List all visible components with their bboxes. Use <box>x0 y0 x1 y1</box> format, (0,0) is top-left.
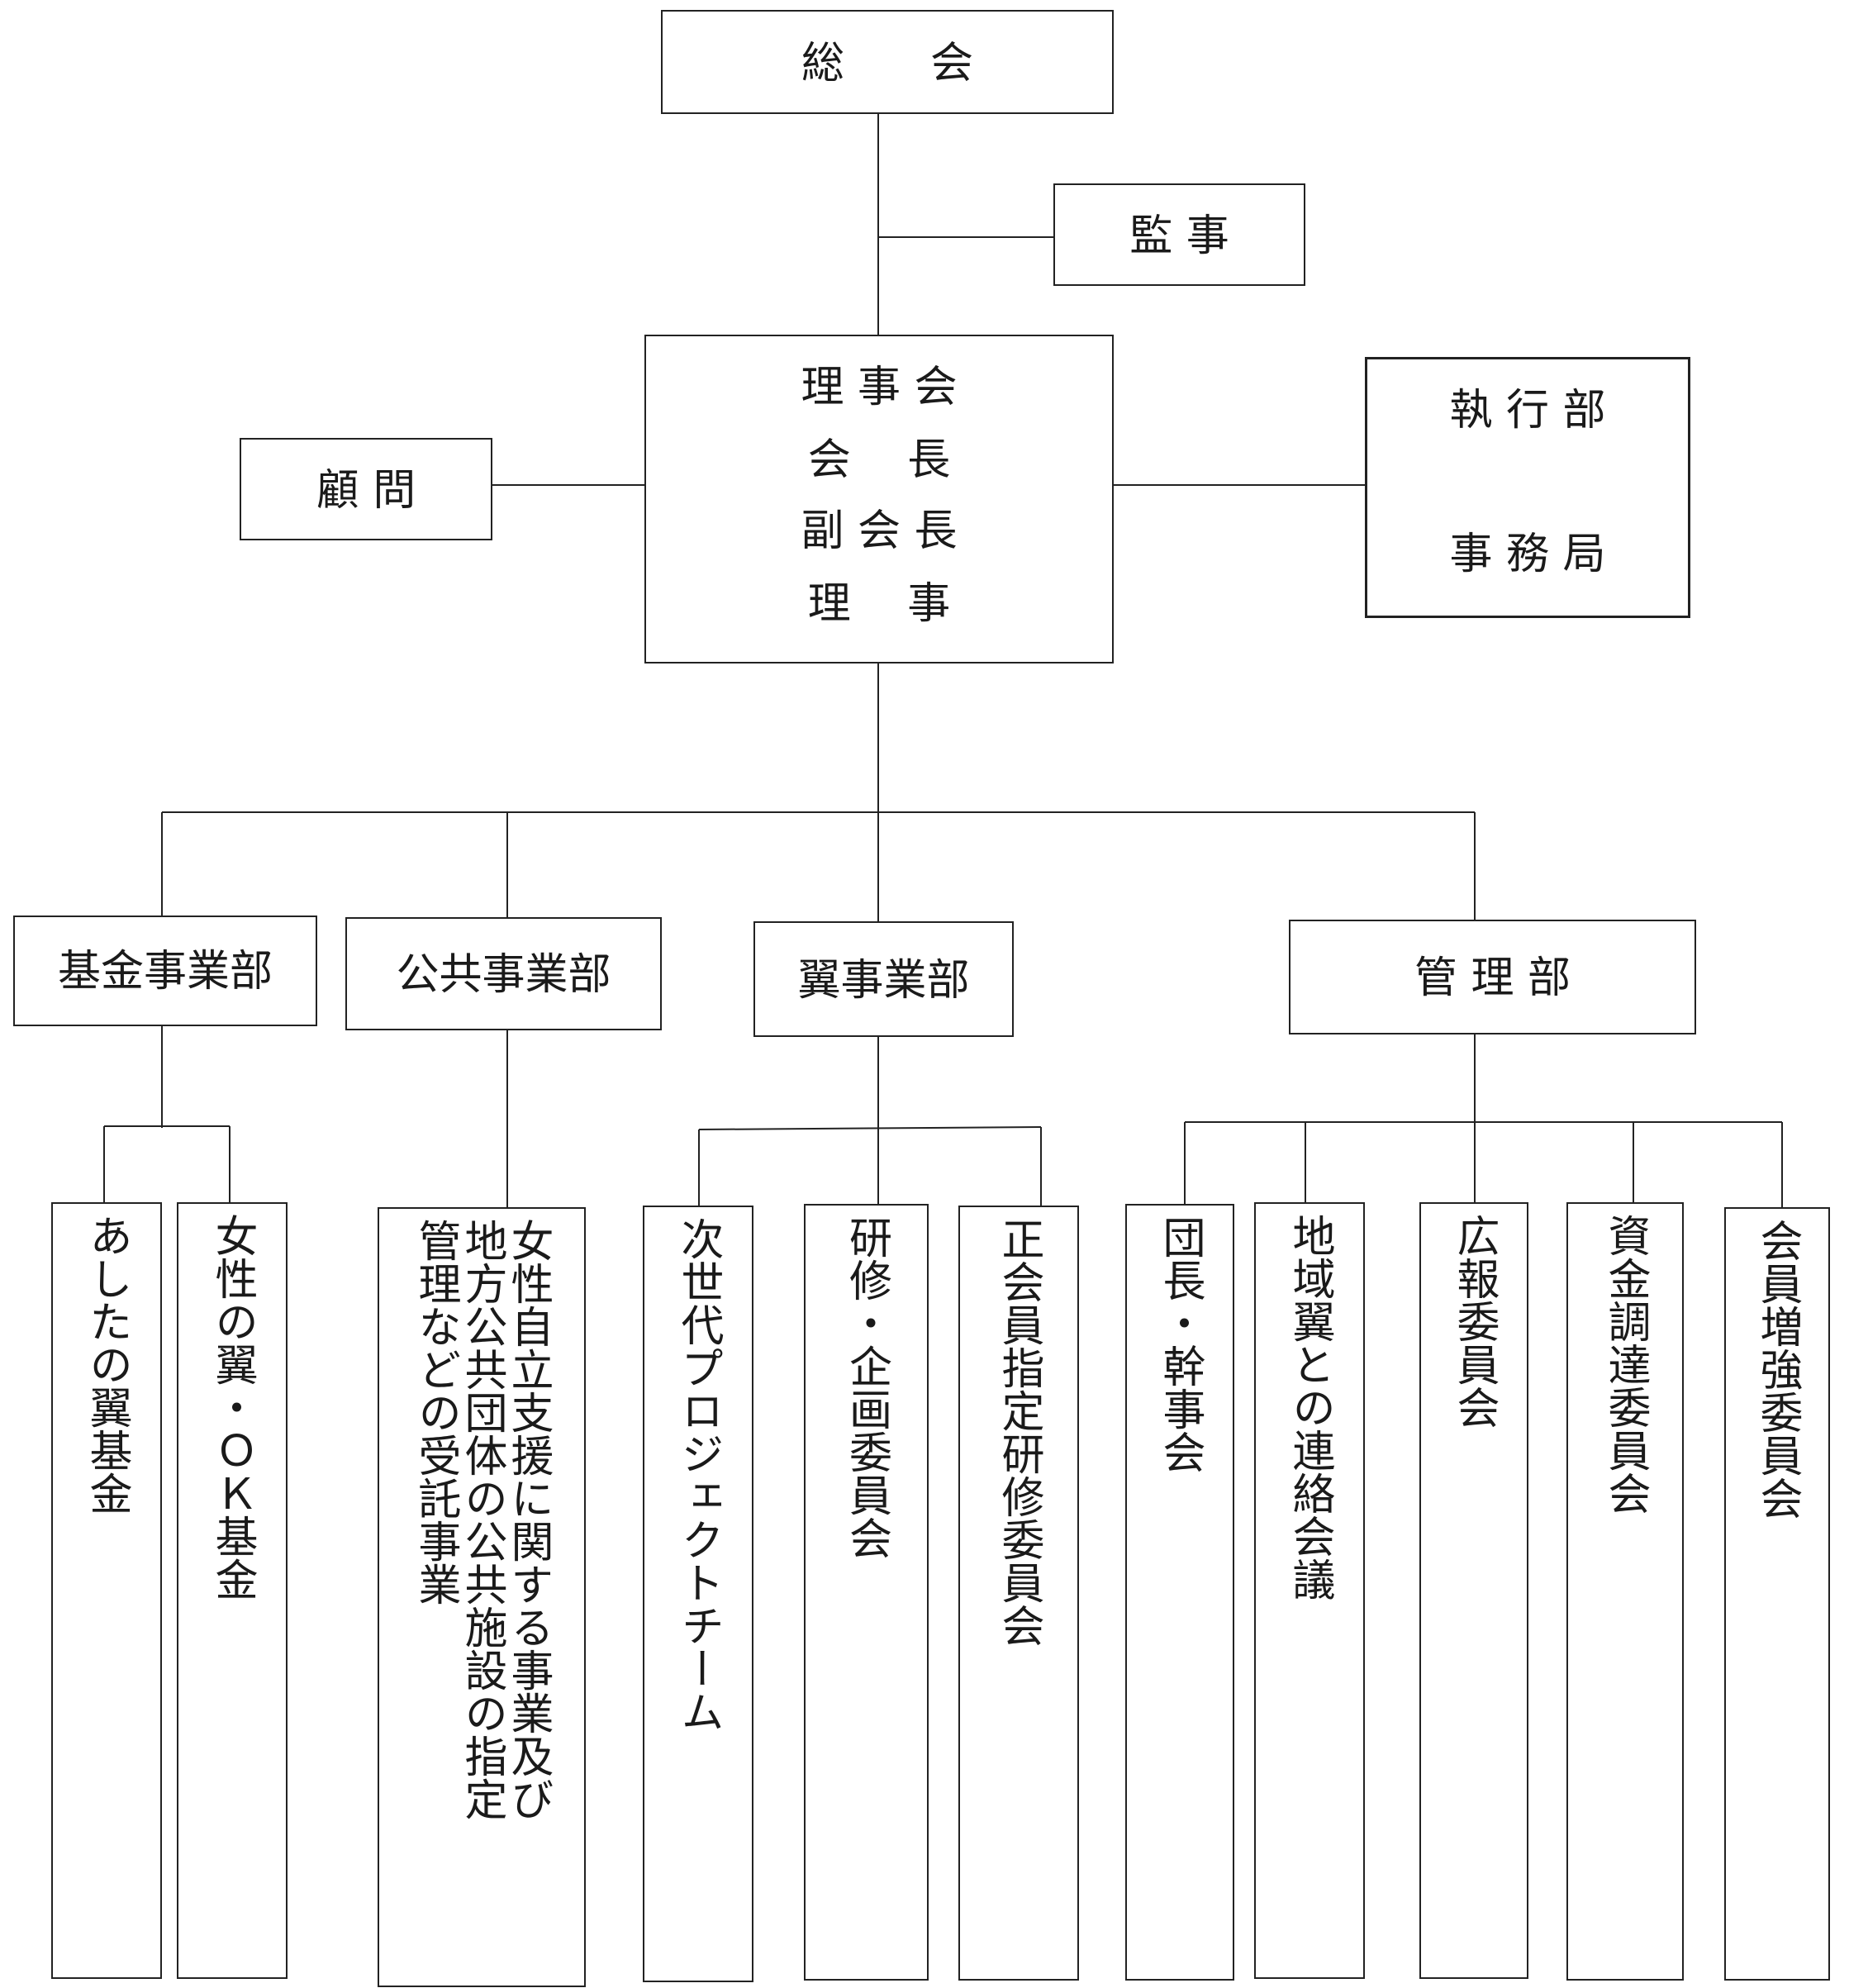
admin-item-leaders-text: 団長・幹事会 <box>1155 1215 1205 1473</box>
tsubasa-item-next-generation-text: 次世代プロジェクトチーム <box>673 1217 723 1733</box>
public-item-contract-text-2: 地方公共団体の公共施設の指定 <box>457 1219 506 1820</box>
department-public-label: 公共事業部 <box>396 950 611 1000</box>
fund-item-ashita-text: あしたの翼基金 <box>82 1214 131 1515</box>
public-item-contract-text-1: 女性自立支援に関する事業及び <box>503 1219 553 1820</box>
general-assembly-label: 総 会 <box>801 39 973 88</box>
tsubasa-item-next-generation: 次世代プロジェクトチーム <box>643 1206 753 1982</box>
advisor-box: 顧 問 <box>240 438 492 540</box>
auditor-box: 監 事 <box>1053 183 1305 286</box>
admin-item-membership: 会員増強委員会 <box>1724 1207 1830 1981</box>
admin-item-public-relations-text: 広報委員会 <box>1449 1214 1499 1429</box>
admin-item-fundraising: 資金調達委員会 <box>1566 1202 1684 1981</box>
admin-item-regional-liaison: 地域翼との連絡会議 <box>1254 1202 1365 1979</box>
executive-box: 執 行 部 事 務 局 <box>1365 357 1690 618</box>
general-assembly-box: 総 会 <box>661 10 1114 114</box>
fund-item-ashita: あしたの翼基金 <box>51 1202 162 1979</box>
department-admin-label: 管 理 部 <box>1414 954 1571 1003</box>
board-box: 理 事 会 会 長 副 会 長 理 事 <box>644 335 1114 663</box>
executive-line-1: 執 行 部 <box>1449 386 1606 435</box>
fund-item-josei-ok: 女性の翼・ＯＫ基金 <box>177 1202 288 1979</box>
public-item-contract: 女性自立支援に関する事業及び 地方公共団体の公共施設の指定 管理などの受託事業 <box>378 1207 586 1987</box>
board-line-2: 会 長 <box>807 435 951 485</box>
admin-item-leaders: 団長・幹事会 <box>1125 1204 1234 1981</box>
public-item-contract-text-3: 管理などの受託事業 <box>411 1219 460 1605</box>
department-public-box: 公共事業部 <box>345 917 662 1030</box>
admin-item-fundraising-text: 資金調達委員会 <box>1600 1214 1650 1515</box>
tsubasa-item-training-planning-text: 研修・企画委員会 <box>841 1215 891 1559</box>
advisor-label: 顧 問 <box>316 466 416 516</box>
admin-item-membership-text: 会員増強委員会 <box>1752 1219 1802 1520</box>
fund-item-josei-ok-text: 女性の翼・ＯＫ基金 <box>207 1214 257 1600</box>
executive-line-2: 事 務 局 <box>1449 530 1606 579</box>
department-fund-box: 基金事業部 <box>13 916 317 1026</box>
tsubasa-item-member-training: 正会員指定研修委員会 <box>958 1206 1079 1981</box>
department-admin-box: 管 理 部 <box>1289 920 1696 1034</box>
tsubasa-item-member-training-text: 正会員指定研修委員会 <box>994 1217 1043 1647</box>
department-tsubasa-box: 翼事業部 <box>753 921 1014 1037</box>
auditor-label: 監 事 <box>1129 212 1229 261</box>
tsubasa-item-training-planning: 研修・企画委員会 <box>804 1204 929 1981</box>
department-tsubasa-label: 翼事業部 <box>797 956 970 1006</box>
board-line-3: 副 会 長 <box>801 507 958 556</box>
connector-tsubasa-bus <box>698 1126 1042 1130</box>
board-line-4: 理 事 <box>807 579 951 629</box>
board-line-1: 理 事 会 <box>801 363 958 412</box>
admin-item-regional-liaison-text: 地域翼との連絡会議 <box>1285 1214 1334 1600</box>
department-fund-label: 基金事業部 <box>57 947 273 996</box>
admin-item-public-relations: 広報委員会 <box>1419 1202 1528 1979</box>
